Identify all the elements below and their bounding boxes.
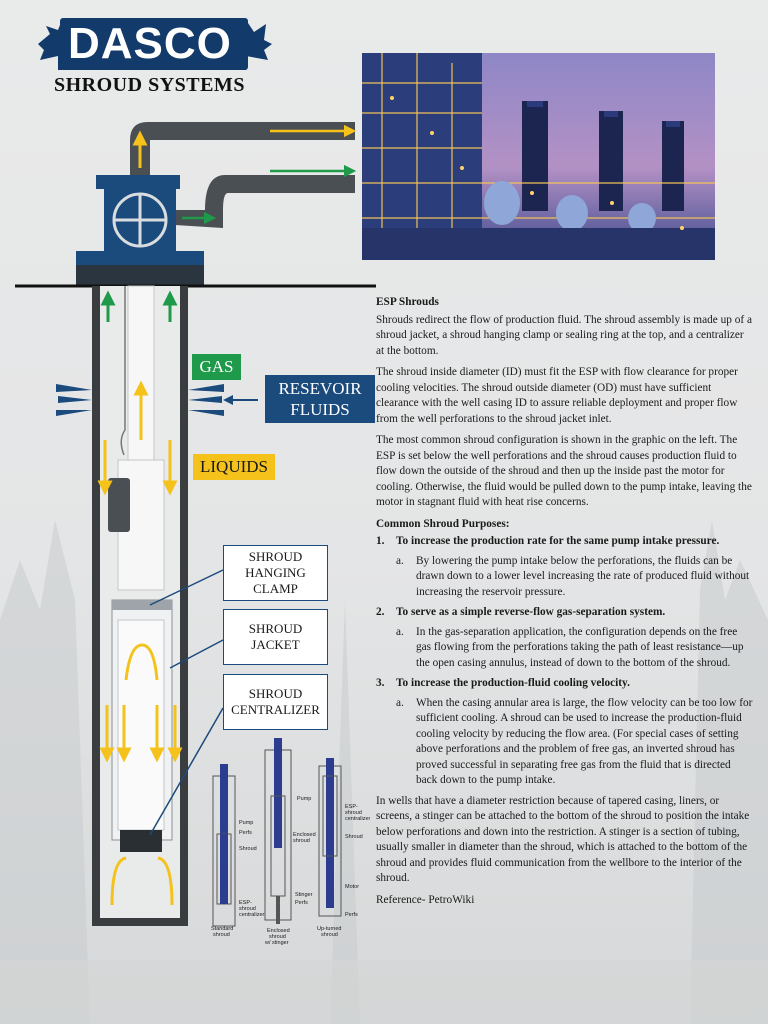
mini-caption: shroud — [269, 934, 286, 940]
sub-marker: a. — [396, 625, 404, 638]
reservoir-label-line2: FLUIDS — [290, 400, 350, 419]
upturned-shroud-diagram: ESP- shroud centralizer Shroud Motor Per… — [317, 758, 370, 938]
reservoir-fluids-label: RESEVOIR FLUIDS — [265, 375, 375, 423]
pump-clamp — [108, 478, 130, 532]
purpose-detail: When the casing annular area is large, t… — [416, 696, 753, 787]
mini-label: Shroud — [239, 846, 257, 852]
shroud-hanging-clamp-band — [112, 600, 172, 610]
callout-hanging-clamp: SHROUD HANGING CLAMP — [223, 545, 328, 601]
mini-label: Perfs — [345, 912, 358, 918]
mini-label: Stinger — [295, 892, 313, 898]
purpose-detail: By lowering the pump intake below the pe… — [416, 554, 750, 598]
article-paragraph: In wells that have a diameter restrictio… — [376, 794, 750, 885]
article-heading: ESP Shrouds — [376, 296, 439, 308]
gas-label: GAS — [192, 354, 241, 380]
enclosed-shroud-stinger-diagram: Pump Enclosed shroud Stinger Perfs Enclo… — [264, 738, 316, 946]
article-paragraph: Shrouds redirect the flow of production … — [376, 313, 752, 357]
standard-shroud-diagram: Pump Perfs Shroud ESP- shroud centralize… — [211, 764, 265, 938]
mini-label: ESP- — [239, 900, 252, 906]
reservoir-label-line1: RESEVOIR — [278, 379, 362, 398]
mini-label: centralizer — [239, 912, 265, 918]
mini-label: Shroud — [345, 834, 363, 840]
callout-shroud-centralizer: SHROUD CENTRALIZER — [223, 674, 328, 730]
refinery-photo — [362, 53, 715, 260]
callout-line: SHROUD — [248, 549, 303, 564]
callout-line: JACKET — [251, 637, 300, 652]
callout-line: HANGING — [245, 565, 306, 580]
purpose-title: To increase the production-fluid cooling… — [396, 677, 630, 689]
purpose-item: 3. To increase the production-fluid cooli… — [376, 676, 754, 789]
shroud-configurations-figure: Pump Perfs Shroud ESP- shroud centralize… — [211, 738, 370, 946]
callout-line: SHROUD — [248, 621, 303, 636]
mini-label: shroud — [345, 810, 362, 816]
purpose-number: 1. — [376, 535, 385, 547]
perforations — [56, 384, 224, 416]
sub-marker: a. — [396, 554, 404, 567]
surface-piping — [130, 122, 355, 228]
liquid-arrows — [97, 380, 183, 906]
mini-label: Perfs — [239, 830, 252, 836]
mini-caption: Up-turned — [317, 926, 341, 932]
callout-line: SHROUD — [248, 686, 303, 701]
purpose-number: 2. — [376, 606, 385, 618]
power-cable — [120, 286, 126, 456]
article: ESP Shrouds Shrouds redirect the flow of… — [376, 295, 754, 914]
mini-caption: Enclosed — [267, 928, 290, 934]
liquids-label: LIQUIDS — [193, 454, 275, 480]
callout-line: CLAMP — [253, 581, 298, 596]
purpose-number: 3. — [376, 677, 385, 689]
mini-caption: shroud — [213, 932, 230, 938]
shroud-centralizer-block — [120, 830, 162, 852]
mini-label: Pump — [297, 796, 311, 802]
reference: Reference- PetroWiki — [376, 893, 475, 906]
purpose-title: To increase the production rate for the … — [396, 535, 720, 547]
mini-label: Enclosed — [293, 832, 316, 838]
mini-label: shroud — [293, 838, 310, 844]
sub-marker: a. — [396, 696, 404, 709]
mini-label: shroud — [239, 906, 256, 912]
article-paragraph: The most common shroud configuration is … — [376, 434, 752, 508]
callout-leaders — [149, 569, 224, 836]
purpose-detail: In the gas-separation application, the c… — [416, 625, 744, 669]
mini-label: centralizer — [345, 816, 370, 822]
purposes-list: 1. To increase the production rate for th… — [376, 534, 754, 789]
mini-label: Perfs — [295, 900, 308, 906]
mini-caption: Standard — [211, 926, 233, 932]
wellhead — [76, 175, 204, 285]
purpose-title: To serve as a simple reverse-flow gas-se… — [396, 606, 666, 618]
callout-line: CENTRALIZER — [231, 702, 320, 717]
mini-caption: shroud — [321, 932, 338, 938]
purpose-item: 1. To increase the production rate for th… — [376, 534, 754, 600]
purpose-item: 2. To serve as a simple reverse-flow gas-… — [376, 605, 754, 671]
article-paragraph: The shroud inside diameter (ID) must fit… — [376, 366, 738, 425]
mini-label: Pump — [239, 820, 253, 826]
callout-shroud-jacket: SHROUD JACKET — [223, 609, 328, 665]
logo-tagline: SHROUD SYSTEMS — [54, 74, 245, 96]
mini-caption: w/ stinger — [264, 940, 289, 946]
mini-label: ESP- — [345, 804, 358, 810]
logo-brand: DASCO — [60, 18, 248, 70]
purposes-heading: Common Shroud Purposes: — [376, 517, 510, 530]
gas-arrows — [100, 290, 178, 322]
mini-label: Motor — [345, 884, 359, 890]
